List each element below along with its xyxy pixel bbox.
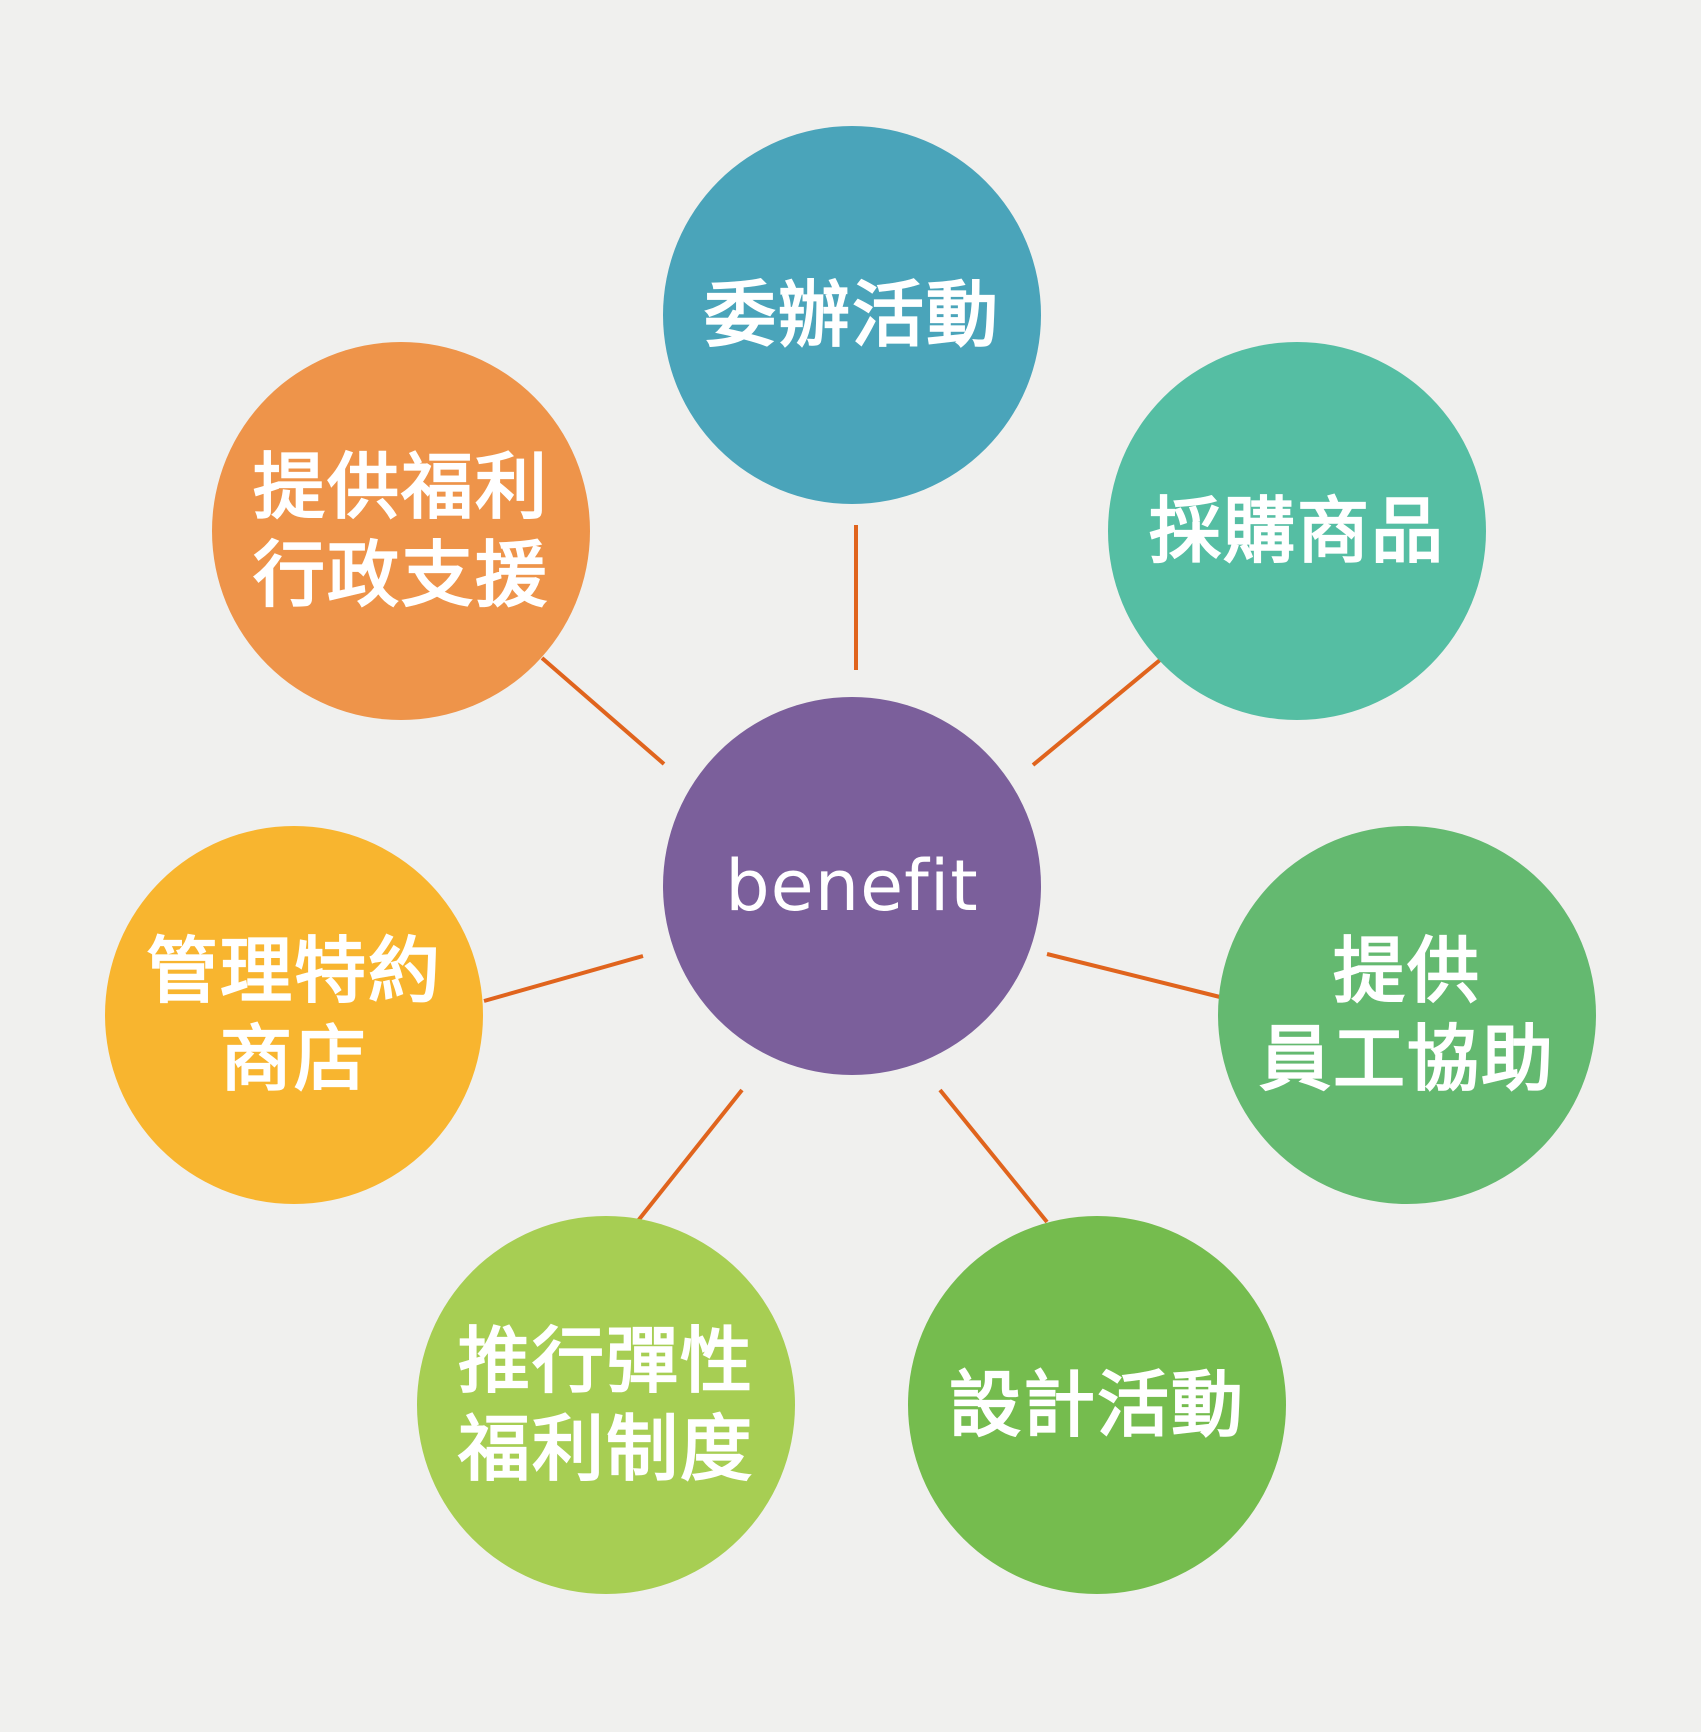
connector-lower-left [635,1088,744,1224]
node-right-label: 提供 員工協助 [1258,929,1555,1101]
node-lower-left: 推行彈性 福利制度 [417,1216,795,1594]
node-upper-right: 採購商品 [1108,342,1486,720]
node-upper-right-label: 採購商品 [1148,489,1445,573]
node-top: 委辦活動 [663,126,1041,504]
node-right: 提供 員工協助 [1218,826,1596,1204]
node-lower-right: 設計活動 [908,1216,1286,1594]
node-lower-left-label: 推行彈性 福利制度 [457,1319,754,1491]
node-left: 管理特約 商店 [105,826,483,1204]
node-upper-left-label: 提供福利 行政支援 [252,445,549,617]
connector-right [1046,952,1221,999]
node-left-label: 管理特約 商店 [145,929,442,1101]
connector-lower-right [938,1088,1049,1224]
node-top-label: 委辦活動 [703,273,1000,357]
connector-left [483,954,644,1003]
node-lower-right-label: 設計活動 [948,1363,1245,1447]
node-upper-left: 提供福利 行政支援 [212,342,590,720]
center-node-benefit: benefit [663,697,1041,1075]
connector-upper-right [1031,658,1162,767]
connector-upper-left [540,656,666,766]
center-node-label: benefit [725,845,979,927]
